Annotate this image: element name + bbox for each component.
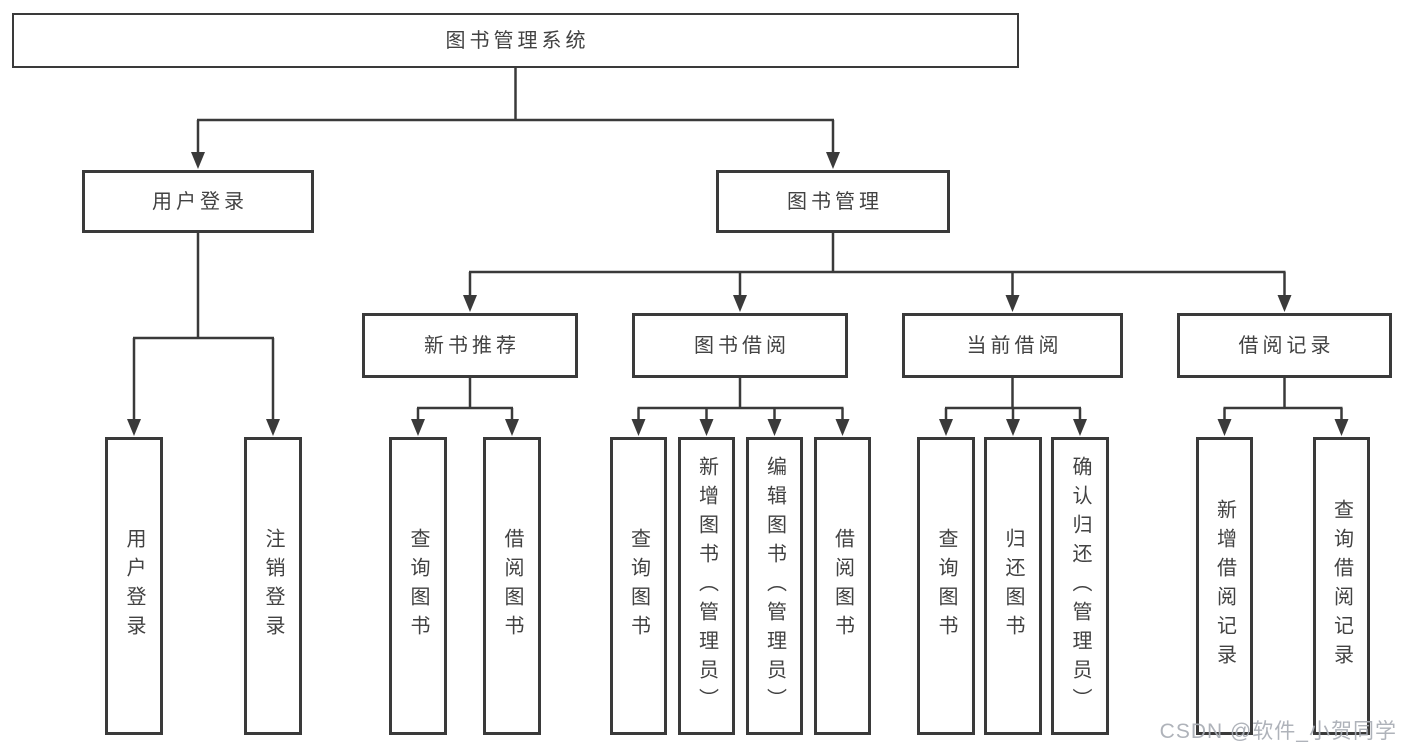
node-user-login: 用户登录 — [82, 170, 314, 233]
node-label-cb-return-book: 归还图书 — [1002, 528, 1024, 644]
arrowhead-icon — [505, 419, 519, 436]
node-label-system: 图书管理系统 — [445, 29, 590, 52]
node-cb-return-book: 归还图书 — [984, 437, 1042, 735]
arrowhead-icon — [1073, 419, 1087, 436]
arrowhead-icon — [1277, 295, 1292, 312]
node-label-book-mgmt: 图书管理 — [787, 190, 883, 213]
arrowhead-icon — [699, 419, 714, 436]
node-label-rec-query-book: 查询图书 — [407, 528, 429, 644]
arrowhead-icon — [1006, 419, 1020, 436]
node-bb-query-book: 查询图书 — [610, 437, 667, 735]
node-label-bb-edit-book: 编辑图书（管理员） — [763, 455, 786, 717]
arrowhead-icon — [939, 419, 953, 436]
arrowhead-icon — [835, 419, 850, 436]
node-login: 用户登录 — [105, 437, 163, 735]
arrowhead-icon — [767, 419, 782, 436]
arrowhead-icon — [1217, 419, 1232, 436]
node-bb-add-book: 新增图书（管理员） — [678, 437, 735, 735]
node-system: 图书管理系统 — [12, 13, 1019, 68]
node-new-book-rec: 新书推荐 — [362, 313, 578, 378]
arrowhead-icon — [1334, 419, 1349, 436]
node-label-cb-confirm-return: 确认归还（管理员） — [1069, 455, 1091, 717]
node-label-current-borrow: 当前借阅 — [966, 334, 1063, 357]
arrowhead-icon — [266, 419, 280, 436]
node-label-cb-query-book: 查询图书 — [935, 528, 957, 644]
node-cb-query-book: 查询图书 — [917, 437, 975, 735]
node-label-rec-borrow-book: 借阅图书 — [501, 528, 523, 644]
arrowhead-icon — [411, 419, 425, 436]
node-rec-borrow-book: 借阅图书 — [483, 437, 541, 735]
node-label-user-login: 用户登录 — [152, 190, 248, 213]
node-cb-confirm-return: 确认归还（管理员） — [1051, 437, 1109, 735]
node-borrow-record: 借阅记录 — [1177, 313, 1392, 378]
arrowhead-icon — [191, 152, 205, 169]
node-label-borrow-record: 借阅记录 — [1238, 334, 1335, 357]
node-logout: 注销登录 — [244, 437, 302, 735]
node-br-query-record: 查询借阅记录 — [1313, 437, 1370, 735]
node-br-add-record: 新增借阅记录 — [1196, 437, 1253, 735]
arrowhead-icon — [127, 419, 141, 436]
node-current-borrow: 当前借阅 — [902, 313, 1123, 378]
node-bb-borrow-book: 借阅图书 — [814, 437, 871, 735]
arrowhead-icon — [733, 295, 747, 312]
arrowhead-icon — [463, 295, 477, 312]
node-bb-edit-book: 编辑图书（管理员） — [746, 437, 803, 735]
node-label-login: 用户登录 — [123, 528, 145, 644]
arrowhead-icon — [1005, 295, 1020, 312]
node-book-mgmt: 图书管理 — [716, 170, 950, 233]
node-book-borrow: 图书借阅 — [632, 313, 848, 378]
node-label-logout: 注销登录 — [262, 528, 284, 644]
node-label-br-add-record: 新增借阅记录 — [1213, 499, 1236, 673]
node-rec-query-book: 查询图书 — [389, 437, 447, 735]
node-label-book-borrow: 图书借阅 — [694, 334, 790, 357]
arrowhead-icon — [826, 152, 840, 169]
node-label-new-book-rec: 新书推荐 — [424, 334, 520, 357]
node-label-bb-query-book: 查询图书 — [627, 528, 650, 644]
arrowhead-icon — [631, 419, 646, 436]
node-label-bb-borrow-book: 借阅图书 — [831, 528, 854, 644]
node-label-br-query-record: 查询借阅记录 — [1330, 499, 1353, 673]
node-label-bb-add-book: 新增图书（管理员） — [695, 455, 718, 717]
watermark-text: CSDN @软件_小贺同学 — [1159, 720, 1397, 743]
